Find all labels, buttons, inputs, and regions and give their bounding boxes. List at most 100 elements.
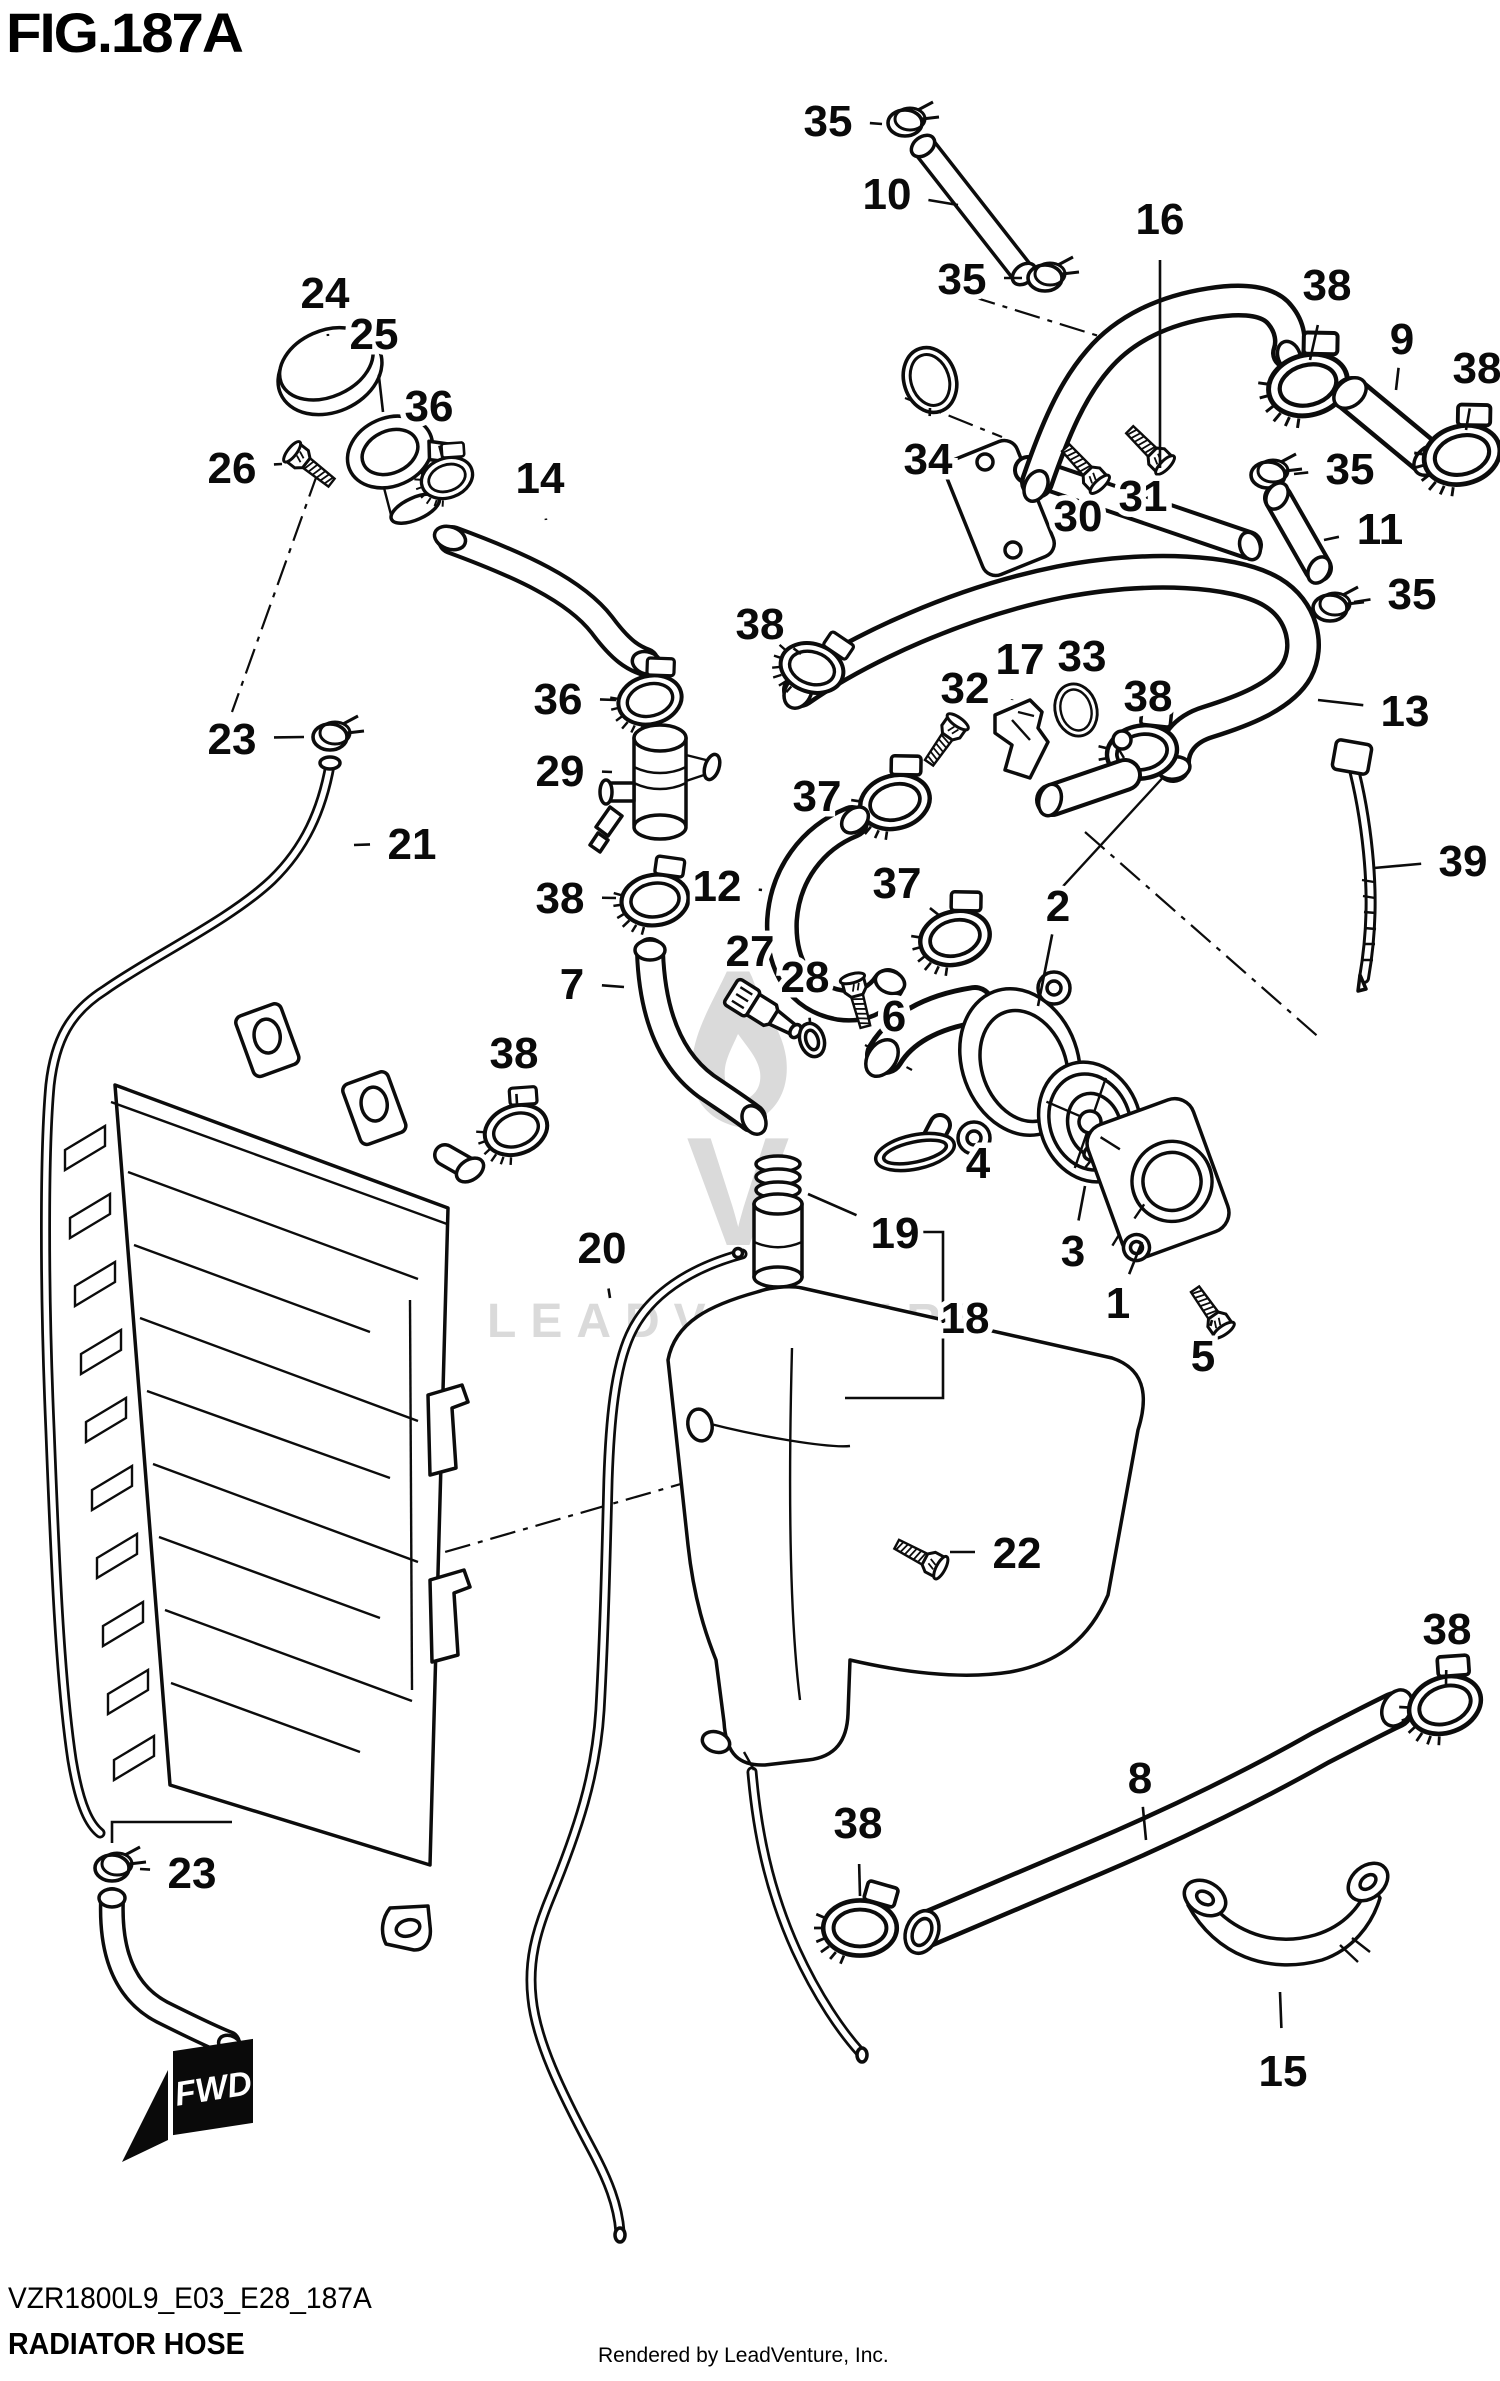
leader-line-21 — [353, 843, 371, 847]
footer-part-code: VZR1800L9_E03_E28_187A — [8, 2282, 372, 2315]
drain-hose — [97, 1887, 244, 2057]
radiator — [63, 1002, 561, 1952]
part-label-35[interactable]: 35 — [1320, 440, 1380, 500]
part-label-9[interactable]: 9 — [1384, 310, 1419, 370]
leader-line-10 — [928, 198, 959, 207]
part-label-23[interactable]: 23 — [162, 1844, 222, 1904]
part-label-3[interactable]: 3 — [1055, 1222, 1090, 1282]
bolt-26 — [279, 437, 341, 494]
part-label-37[interactable]: 37 — [787, 767, 847, 827]
part-label-7[interactable]: 7 — [554, 955, 589, 1015]
part-label-38[interactable]: 38 — [828, 1794, 888, 1854]
part-label-10[interactable]: 10 — [857, 165, 917, 225]
radiator-hose-7 — [633, 937, 768, 1136]
radiator-mount-tab — [234, 1002, 301, 1079]
part-label-28[interactable]: 28 — [775, 948, 835, 1008]
leader-line-38 — [792, 647, 802, 656]
leader-line-23 — [139, 1867, 151, 1871]
four-way-fitting-29 — [588, 723, 722, 854]
part-label-36[interactable]: 36 — [399, 377, 459, 437]
hose-bracket-15 — [1182, 1861, 1390, 1967]
leader-line-38 — [515, 1093, 519, 1105]
part-label-32[interactable]: 32 — [935, 659, 995, 719]
part-label-39[interactable]: 39 — [1433, 832, 1493, 892]
leader-line-8 — [1141, 1806, 1148, 1841]
part-label-2[interactable]: 2 — [1040, 877, 1075, 937]
part-label-38[interactable]: 38 — [1297, 256, 1357, 316]
part-label-6[interactable]: 6 — [876, 987, 911, 1047]
leader-line-3 — [1077, 1185, 1087, 1221]
part-label-38[interactable]: 38 — [730, 595, 790, 655]
part-label-22[interactable]: 22 — [987, 1524, 1047, 1584]
bolt-31 — [1119, 419, 1179, 479]
part-label-14[interactable]: 14 — [510, 449, 570, 509]
part-label-13[interactable]: 13 — [1375, 682, 1435, 742]
filler-neck-25 — [345, 414, 450, 525]
part-label-20[interactable]: 20 — [572, 1219, 632, 1279]
leader-line-15 — [1278, 1991, 1283, 2029]
part-label-35[interactable]: 35 — [932, 250, 992, 310]
radiator-fins — [63, 1123, 156, 1783]
fwd-plate — [173, 2038, 253, 2136]
radiator-lower-bracket — [380, 1904, 433, 1952]
overflow-hose-20 — [525, 1246, 748, 2244]
leader-line-38 — [1464, 408, 1472, 431]
part-label-5[interactable]: 5 — [1185, 1327, 1220, 1387]
part-label-16[interactable]: 16 — [1130, 190, 1190, 250]
part-label-38[interactable]: 38 — [1118, 667, 1178, 727]
small-hose-11 — [1263, 481, 1333, 585]
leader-line-2 — [1036, 934, 1054, 1007]
part-label-27[interactable]: 27 — [720, 922, 780, 982]
leader-line-36 — [438, 445, 445, 461]
part-label-34[interactable]: 34 — [898, 430, 958, 490]
part-label-24[interactable]: 24 — [295, 264, 355, 324]
part-label-33[interactable]: 33 — [1052, 627, 1112, 687]
leader-line-1 — [1127, 1241, 1144, 1275]
footer-credit: Rendered by LeadVenture, Inc. — [598, 2344, 889, 2367]
part-label-17[interactable]: 17 — [990, 630, 1050, 690]
part-label-38[interactable]: 38 — [484, 1024, 544, 1084]
part-label-36[interactable]: 36 — [528, 670, 588, 730]
leader-line-38 — [857, 1863, 862, 1897]
figure-title: FIG.187A — [6, 1, 244, 64]
part-label-29[interactable]: 29 — [530, 742, 590, 802]
part-label-38[interactable]: 38 — [1417, 1600, 1477, 1660]
leader-line-5 — [1209, 1319, 1214, 1327]
leader-line-13 — [1317, 698, 1364, 707]
part-label-1[interactable]: 1 — [1100, 1274, 1135, 1334]
part-label-23[interactable]: 23 — [202, 710, 262, 770]
leader-lines — [110, 121, 1472, 2029]
part-label-35[interactable]: 35 — [1382, 565, 1442, 625]
part-label-30[interactable]: 30 — [1048, 487, 1108, 547]
part-label-26[interactable]: 26 — [202, 439, 262, 499]
hose-clamp-38 — [814, 1880, 899, 1963]
leader-line-19 — [807, 1192, 858, 1217]
part-label-11[interactable]: 11 — [1351, 500, 1409, 560]
part-label-4[interactable]: 4 — [960, 1134, 996, 1194]
water-temp-sensor-27 — [722, 977, 803, 1040]
part-label-19[interactable]: 19 — [865, 1204, 925, 1264]
leader-line-35 — [869, 121, 883, 126]
part-label-38[interactable]: 38 — [1447, 339, 1500, 399]
bolt-32 — [917, 709, 973, 772]
radiator-hose-8 — [903, 1688, 1414, 1956]
radiator-inlet-port — [433, 1143, 486, 1184]
part-label-8[interactable]: 8 — [1122, 1749, 1157, 1809]
wire-clamp-35 — [886, 100, 941, 138]
part-label-15[interactable]: 15 — [1253, 2042, 1313, 2102]
part-label-38[interactable]: 38 — [530, 869, 590, 929]
part-label-37[interactable]: 37 — [867, 854, 927, 914]
part-label-21[interactable]: 21 — [382, 815, 442, 875]
o-ring-34 — [893, 338, 967, 422]
part-label-18[interactable]: 18 — [935, 1289, 995, 1349]
part-label-25[interactable]: 25 — [344, 305, 404, 365]
part-label-35[interactable]: 35 — [798, 92, 858, 152]
leader-line-20 — [607, 1288, 612, 1299]
leader-line-36 — [599, 698, 617, 702]
part-label-12[interactable]: 12 — [687, 857, 747, 917]
wire-clamp-35 — [1311, 585, 1366, 623]
part-label-31[interactable]: 31 — [1113, 467, 1173, 527]
